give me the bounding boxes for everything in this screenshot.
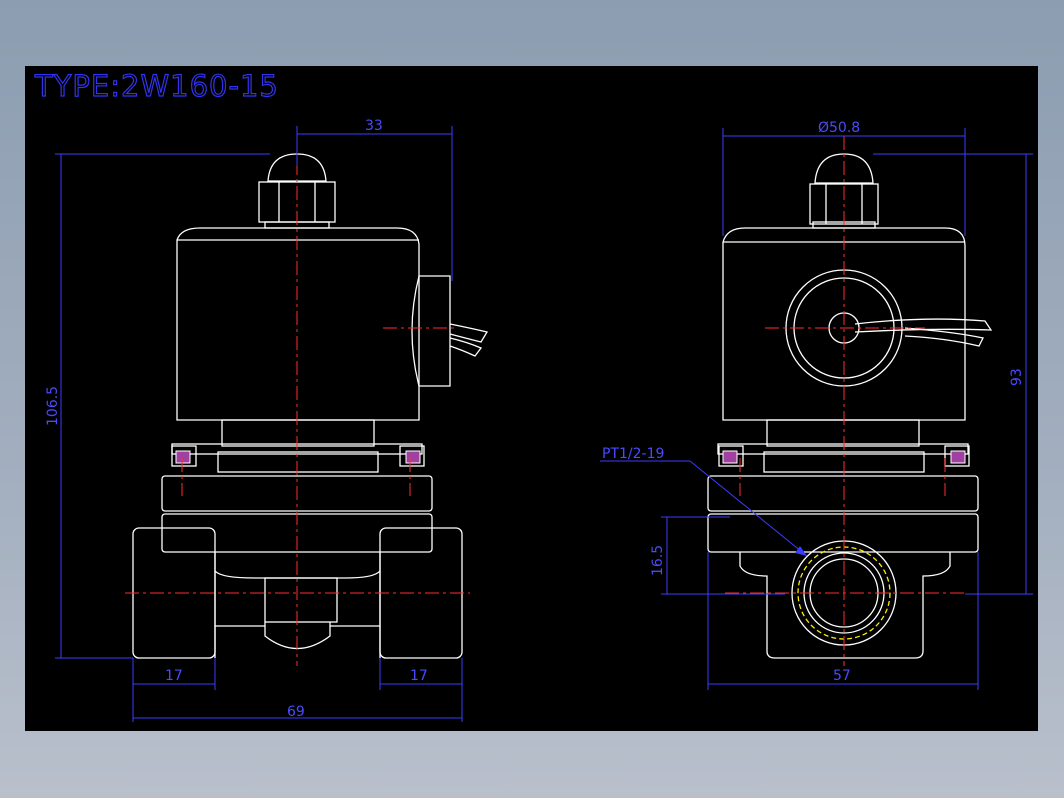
thread-callout: PT1/2-19: [602, 446, 664, 462]
dim-front-height: 106.5: [45, 386, 61, 426]
dim-port-height: 16.5: [650, 545, 666, 576]
dim-body-width: 57: [833, 668, 851, 684]
drawing-canvas: TYPE:2W160-15: [33, 68, 1033, 722]
dim-side-height: 93: [1009, 368, 1025, 386]
drawing-title: TYPE:2W160-15: [34, 69, 279, 103]
side-view: [707, 136, 993, 666]
dim-front-left-port: 17: [165, 668, 183, 684]
dim-front-total-width: 69: [287, 704, 305, 720]
dim-front-top-width: 33: [365, 118, 383, 134]
cad-viewport[interactable]: TYPE:2W160-15: [25, 66, 1038, 731]
dim-front-right-port: 17: [410, 668, 428, 684]
front-view: [125, 136, 489, 666]
side-dimensions: Ø50.8 93 16.5 57 PT1/2-19: [600, 120, 1033, 690]
dim-coil-diameter: Ø50.8: [818, 120, 860, 136]
front-dimensions: 33 106.5 17 17 69: [45, 118, 463, 722]
